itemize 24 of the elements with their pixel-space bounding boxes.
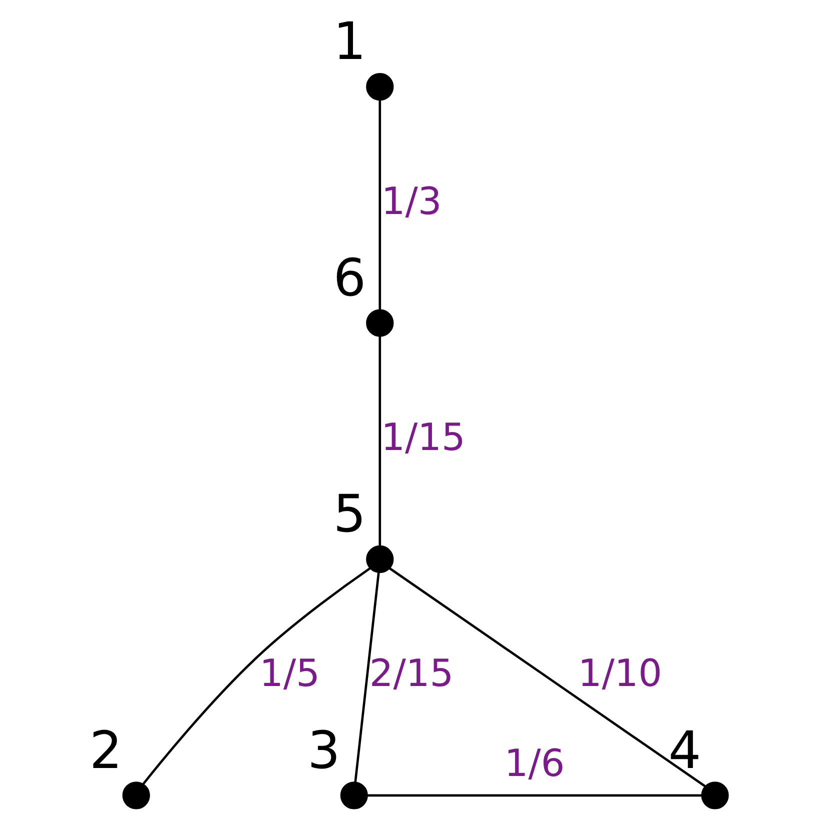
node-circle xyxy=(366,72,394,101)
edge-label: 1/5 xyxy=(259,651,320,696)
edge-label: 1/10 xyxy=(577,651,662,696)
node-circle xyxy=(366,309,394,337)
edge-label: 1/3 xyxy=(380,178,442,223)
connector xyxy=(141,566,371,786)
connector xyxy=(354,572,380,783)
edge-label: 1/6 xyxy=(504,741,564,786)
node-circle xyxy=(700,782,728,810)
connector xyxy=(378,100,381,310)
node-label: 3 xyxy=(306,720,340,781)
node-label: 4 xyxy=(668,720,701,781)
node-circle xyxy=(122,782,150,810)
node-label: 5 xyxy=(332,484,366,545)
node-label: 2 xyxy=(89,720,122,781)
connector xyxy=(378,336,381,546)
edge-label: 2/15 xyxy=(368,651,454,696)
node-circle xyxy=(366,545,394,574)
connector xyxy=(366,794,702,797)
node-label: 1 xyxy=(332,12,366,72)
connector xyxy=(388,567,706,788)
edge-label: 1/15 xyxy=(380,415,465,460)
node-label: 6 xyxy=(332,248,366,308)
node-circle xyxy=(340,782,368,810)
